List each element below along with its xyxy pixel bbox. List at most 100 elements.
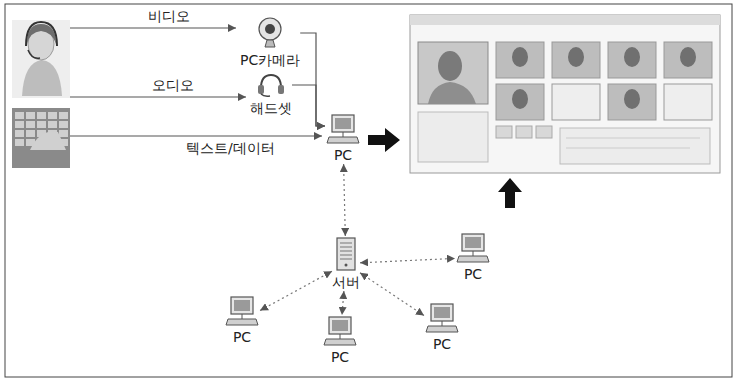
thumbnail-face [624, 47, 640, 67]
key [37, 112, 46, 119]
pc-base [324, 339, 356, 345]
server-slot [340, 247, 352, 248]
headset-node: 해드셋 [250, 72, 292, 117]
network-link [360, 273, 424, 316]
pc-icon [322, 315, 358, 347]
signal-label: 비디오 [146, 8, 192, 25]
network-link [260, 271, 332, 310]
screen-thumbnails [496, 42, 712, 138]
pc-neck [442, 321, 443, 326]
thumbnail [552, 84, 600, 120]
signal-label: 텍스트/데이터 [184, 140, 277, 157]
pc-screen [332, 320, 348, 331]
server-slot [340, 251, 352, 252]
frame-border [5, 4, 732, 377]
thumbnail [496, 42, 544, 78]
output-arrow [368, 128, 400, 152]
thumbnail [552, 42, 600, 78]
headset-mic [261, 94, 270, 96]
camera-body [259, 18, 281, 40]
node-label: PC [464, 266, 482, 283]
pc-icon [424, 302, 460, 334]
camera-icon [255, 16, 285, 50]
camera-stand [265, 40, 275, 47]
photo-keyboard-hands [30, 131, 66, 150]
pc-monitor [462, 234, 484, 251]
pc-neck [340, 334, 341, 339]
network-link [342, 291, 344, 315]
signal-connector [300, 33, 325, 126]
server-led [345, 264, 348, 267]
thumbnail [496, 84, 544, 120]
pc-monitor [431, 304, 453, 321]
camera-node: PC카메라 [240, 16, 300, 69]
thumbnail-face [512, 47, 528, 67]
pc-neck [473, 251, 474, 256]
screen-main-face [438, 51, 462, 81]
key [26, 121, 35, 128]
thumbnail [664, 42, 712, 78]
key [15, 121, 24, 128]
pc-screen [234, 300, 250, 311]
screen-main-body [428, 82, 476, 104]
server-case [337, 238, 355, 270]
node-label: PC카메라 [240, 52, 300, 69]
screen-main-video [418, 42, 488, 104]
thumbnail-face [512, 89, 528, 109]
key [26, 130, 35, 137]
pc-base [426, 326, 458, 332]
key [26, 112, 35, 119]
screen-controls [418, 112, 488, 162]
thumbnail-face [624, 89, 640, 109]
video-line [70, 27, 236, 28]
thumbnail-small [516, 126, 532, 138]
pc-node: PC [224, 295, 260, 346]
thumbnail [664, 84, 712, 120]
pc-icon [455, 232, 491, 264]
thumbnail-face [568, 47, 584, 67]
photo-woman [12, 20, 70, 98]
screen-chat [560, 128, 710, 164]
thumbnail [608, 84, 656, 120]
screen-chat-line [566, 138, 700, 139]
photo-woman-headset [26, 22, 57, 46]
screen-chat-line [566, 148, 690, 149]
key [59, 121, 68, 128]
pc-monitor [329, 317, 351, 334]
output-arrow-up [498, 178, 522, 208]
pc-base [226, 319, 258, 325]
pc-screen [335, 118, 351, 129]
photo-keyboard [12, 108, 70, 168]
thumbnail-small [496, 126, 512, 138]
node-label: PC [433, 336, 451, 353]
key [15, 130, 24, 137]
network-link [360, 258, 455, 262]
node-label: PC [331, 349, 349, 366]
server-node: 서버 [332, 236, 360, 291]
photo-woman-mic [28, 50, 40, 58]
pc-monitor [231, 297, 253, 314]
pc-node: PC [424, 302, 460, 353]
signal-connector [292, 85, 325, 126]
key [37, 121, 46, 128]
pc-icon [224, 295, 260, 327]
server-icon [332, 236, 360, 272]
screen-title-bar [410, 15, 720, 25]
headset-ear [278, 85, 284, 94]
pc-base [327, 137, 359, 143]
headset-icon [256, 72, 286, 98]
key [48, 121, 57, 128]
pc-monitor [332, 115, 354, 132]
pc-icon [325, 113, 361, 145]
pc-node: PC [455, 232, 491, 283]
thumbnail [608, 42, 656, 78]
key [48, 112, 57, 119]
headset-band [261, 75, 281, 88]
pc-screen [434, 307, 450, 318]
server-slot [340, 243, 352, 244]
thumbnail-face [680, 47, 696, 67]
network-link [344, 164, 346, 236]
server-slot [340, 259, 352, 260]
